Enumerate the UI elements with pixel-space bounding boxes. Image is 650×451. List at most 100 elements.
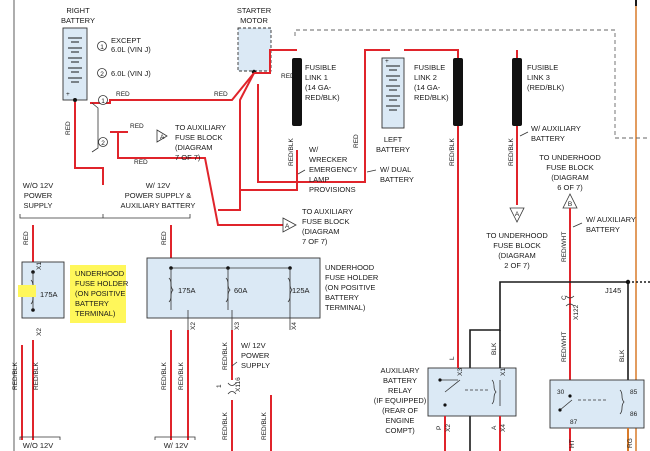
wire-redblk-2: RED/BLK (449, 138, 456, 166)
fuse-175a-highlight (18, 285, 36, 297)
fuse-holder-left-pin-bottom: X2 (36, 328, 43, 336)
aux-relay-l7: COMPT) (385, 426, 415, 435)
aux-relay-pin-x1: X1 (500, 368, 507, 376)
connector-x116-pin: 1 (216, 384, 223, 388)
legend-2-num: 2 (100, 71, 104, 78)
aux-relay-l2: BATTERY (383, 376, 417, 385)
w12v-power-supply-note: W/ 12V POWER SUPPLY (231, 341, 270, 370)
fusible-link-3-l1: FUSIBLE (527, 63, 558, 72)
fuse-holder-right-fuse3: 125A (292, 286, 310, 295)
relay-2-pin-85: 85 (630, 389, 638, 396)
wire-red-9: RED (161, 231, 168, 245)
wire-redblk-1: RED/BLK (288, 138, 295, 166)
fuse-holder-right-fuse1: 175A (178, 286, 196, 295)
aux-relay-pin-x2: X2 (445, 424, 452, 432)
left-battery-label-1: LEFT (384, 135, 403, 144)
wire-red-3: RED (130, 123, 144, 130)
left-battery: + LEFT BATTERY (376, 49, 427, 154)
aux-fuse-ref-2-l4: 7 OF 7) (302, 237, 328, 246)
fuse-holder-left-pin-top: X1 (36, 262, 43, 270)
aux-fuse-ref-1-l4: 7 OF 7) (175, 153, 201, 162)
wo12v-l1: W/O 12V (23, 181, 53, 190)
svg-text:+: + (385, 58, 389, 65)
aux-battery-2-l1: W/ AUXILIARY (586, 215, 636, 224)
connector-x116-label: X116 (235, 377, 242, 392)
aux-fuse-ref-1: A TO AUXILIARY FUSE BLOCK (DIAGRAM 7 OF … (156, 123, 226, 162)
relay-2-bottom-left: HT (569, 439, 576, 448)
aux-battery-1-l1: W/ AUXILIARY (531, 124, 581, 133)
starter-label-1: STARTER (237, 6, 272, 15)
aux-relay-l1: AUXILIARY (380, 366, 419, 375)
w12v-ps-l1: W/ 12V (241, 341, 266, 350)
connector-x116: 1 X116 (216, 377, 242, 395)
fuse-holder-right-pin4: X4 (291, 322, 298, 330)
fuse-holder-right-l3: (ON POSITIVE (325, 283, 375, 292)
fusible-link-1: FUSIBLE LINK 1 (14 GA- RED/BLK) (292, 58, 340, 126)
fuse-holder-right-pin2: X2 (190, 322, 197, 330)
connector-x122: C X122 RED/WHT (561, 285, 580, 380)
fuse-holder-right-l2: FUSE HOLDER (325, 273, 379, 282)
wire-redblk-6: RED/BLK (161, 362, 168, 390)
wire-redblk-10: RED/BLK (261, 412, 268, 440)
dual-battery-note: W/ DUAL BATTERY (366, 165, 414, 184)
wo12v-l2: POWER (24, 191, 53, 200)
bottom-labels: W/O 12V W/ 12V (19, 436, 196, 450)
connector-x122-label: X122 (573, 304, 580, 320)
underhood-b-l3: (DIAGRAM (551, 173, 589, 182)
aux-battery-note-2: W/ AUXILIARY BATTERY (572, 215, 636, 234)
wo12v-l3: SUPPLY (23, 201, 52, 210)
wire-red-4: RED (134, 159, 148, 166)
underhood-b-marker: B (568, 201, 572, 208)
underhood-a-l1: TO UNDERHOOD (486, 231, 548, 240)
aux-relay-body (427, 367, 517, 417)
fuse-holder-right-pin3: X3 (234, 322, 241, 330)
dual-battery-l1: W/ DUAL (380, 165, 411, 174)
aux-fuse-ref-1-l2: FUSE BLOCK (175, 133, 223, 142)
wire-redblk-5: RED/BLK (33, 362, 40, 390)
aux-fuse-ref-2: A TO AUXILIARY FUSE BLOCK (DIAGRAM 7 OF … (282, 207, 353, 246)
aux-fuse-ref-2-marker: A (285, 223, 290, 230)
fuse-holder-left-label-highlight (70, 265, 126, 323)
underhood-b-l4: 6 OF 7) (557, 183, 583, 192)
left-battery-symbol (381, 57, 405, 129)
wrecker-l1: W/ (309, 145, 319, 154)
wire-redblk-7: RED/BLK (178, 362, 185, 390)
w12v-ps-l3: SUPPLY (241, 361, 270, 370)
aux-fuse-ref-1-marker: A (160, 134, 165, 141)
wire-redblk-8: RED/BLK (222, 342, 229, 370)
aux-battery-note-1: W/ AUXILIARY BATTERY (519, 124, 581, 143)
aux-relay-l3: RELAY (388, 386, 412, 395)
red-wiring-bottom (21, 225, 272, 451)
fusible-link-2-l3: (14 GA- (414, 83, 441, 92)
wire-blk-1: BLK (491, 342, 498, 355)
fusible-link-1-l2: LINK 1 (305, 73, 328, 82)
aux-relay-wire-l: L (449, 356, 456, 360)
right-battery-symbol (62, 27, 88, 101)
legend-2-line-1: 6.0L (VIN J) (111, 69, 151, 78)
wire-blk-2: BLK (619, 349, 626, 362)
aux-relay-wire-p: P (436, 426, 443, 430)
aux-fuse-ref-1-l1: TO AUXILIARY (175, 123, 226, 132)
connector-c-pin: C (561, 295, 568, 300)
bottom-w12v: W/ 12V (164, 441, 189, 450)
bottom-wo12v: W/O 12V (23, 441, 53, 450)
starter-motor: STARTER MOTOR (237, 6, 272, 75)
fuse-holder-left-l2: FUSE HOLDER (75, 279, 129, 288)
starter-symbol (237, 27, 272, 72)
wire-red-5: RED (65, 121, 72, 135)
wrecker-l3: EMERGENCY (309, 165, 357, 174)
relay-2-pin-86: 86 (630, 411, 638, 418)
shield-dashed-line (294, 29, 650, 139)
fuse-holder-right: 175A 60A 125A X2 X3 X4 UNDERHOOD FUSE HO… (146, 257, 379, 330)
fuse-holder-left-fuse: 175A (40, 290, 58, 299)
fuse-holder-left-l1: UNDERHOOD (75, 269, 125, 278)
aux-fuse-ref-2-l3: (DIAGRAM (302, 227, 340, 236)
fusible-link-1-symbol (292, 58, 302, 126)
fuse-holder-left-l5: TERMINAL) (75, 309, 116, 318)
aux-relay-l5: (REAR OF (382, 406, 418, 415)
starter-label-2: MOTOR (240, 16, 268, 25)
wire-redwht-1: RED/WHT (561, 232, 568, 262)
wire-redblk-9: RED/BLK (222, 412, 229, 440)
fusible-link-2-l4: RED/BLK) (414, 93, 449, 102)
underhood-a-marker: A (515, 211, 520, 218)
